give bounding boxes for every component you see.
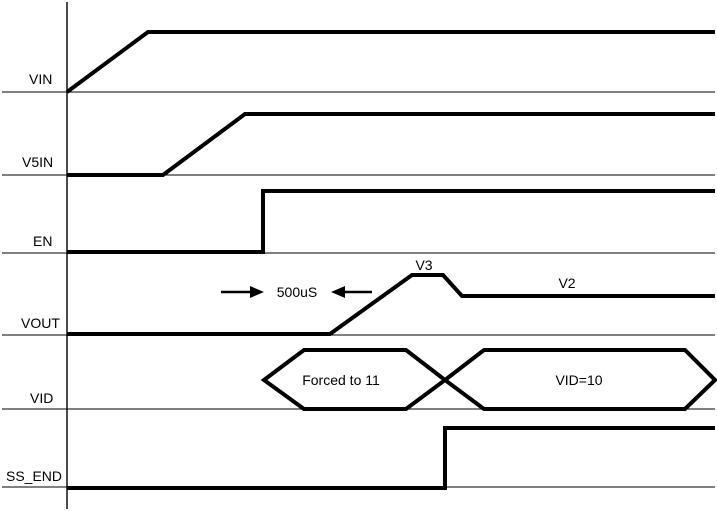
- delay-arrow-right-head: [250, 286, 264, 298]
- signal-label-vout: VOUT: [21, 315, 60, 331]
- signal-label-vin: VIN: [29, 71, 52, 87]
- vid-value-label: VID=10: [555, 372, 602, 388]
- delay-label: 500uS: [277, 284, 317, 300]
- signal-label-en: EN: [33, 233, 52, 249]
- signal-label-ss-end: SS_END: [6, 468, 62, 484]
- delay-arrow-left-head: [331, 286, 345, 298]
- waveform-v5in: [67, 112, 715, 177]
- signal-label-v5in: V5IN: [22, 154, 53, 170]
- waveform-ss-end: [67, 426, 715, 490]
- vid-forced-label: Forced to 11: [302, 372, 380, 388]
- waveform-en: [67, 189, 715, 254]
- vout-peak-label: V3: [415, 257, 432, 273]
- signal-label-vid: VID: [30, 390, 53, 406]
- vout-settle-label: V2: [558, 275, 575, 291]
- waveform-vin: [65, 30, 715, 94]
- vid-hexagon-value: [441, 348, 717, 411]
- waveform-vout: [67, 273, 715, 336]
